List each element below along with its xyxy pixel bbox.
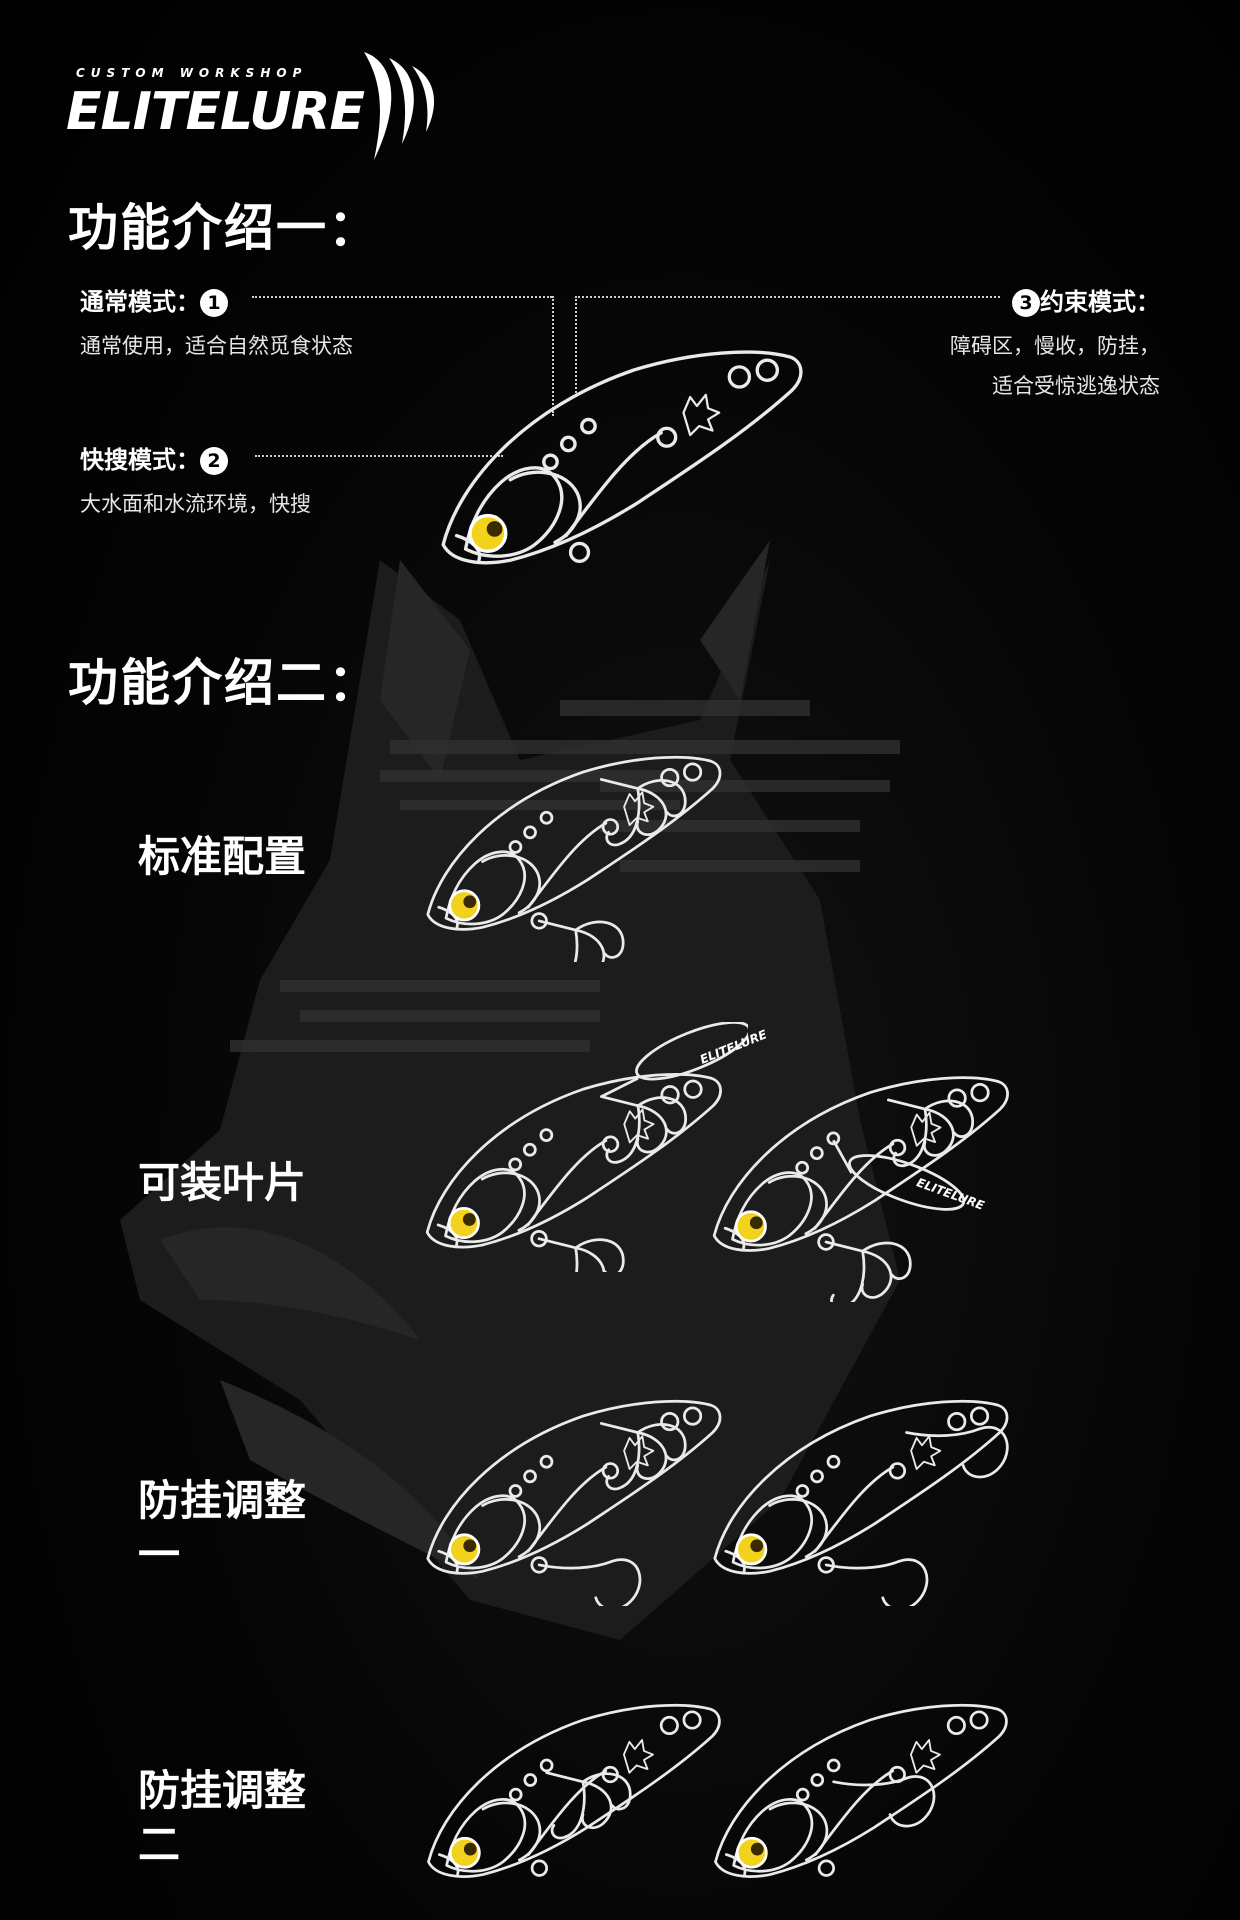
mode2-title-text: 快搜模式：: [80, 446, 200, 474]
config-weedless1-label: 防挂调整一: [138, 1476, 307, 1579]
mode2-title: 快搜模式：2: [80, 440, 228, 475]
mode1-leader-drop: [552, 296, 554, 416]
lure-weedless1-diagram-a: [426, 1399, 722, 1606]
mode3-number-badge: 3: [1012, 289, 1040, 317]
claw-mark-icon: [364, 52, 435, 160]
mode1-title: 通常模式：1: [80, 282, 228, 317]
lure-diagram-main: [441, 350, 803, 565]
lure-standard-diagram: [426, 755, 722, 962]
mode1-leader-line: [252, 296, 552, 298]
mode1-title-text: 通常模式：: [80, 288, 200, 316]
lure-blade-diagram-2: [712, 1076, 1009, 1302]
mode1-number-badge: 1: [200, 289, 228, 317]
lure-weedless2-diagram-b: [714, 1703, 1008, 1878]
config-weedless2-label: 防挂调整二: [138, 1766, 307, 1869]
mode3-leader-line: [575, 296, 1000, 298]
mode2-number-badge: 2: [200, 447, 228, 475]
section2-title: 功能介绍二：: [68, 654, 380, 712]
mode3-description-line1: 障碍区，慢收，防挂，: [950, 334, 1160, 358]
config-blade-label: 可装叶片: [138, 1158, 307, 1207]
mode3-description-line2: 适合受惊逃逸状态: [992, 374, 1160, 398]
lure-blade-diagram-1: [425, 1022, 748, 1272]
mode3-leader-drop: [575, 296, 577, 396]
brand-logo: CUSTOM WORKSHOP ELITELURE: [62, 52, 462, 167]
section1-title: 功能介绍一：: [68, 199, 380, 257]
mode1-description: 通常使用，适合自然觅食状态: [80, 334, 353, 358]
config-standard-label: 标准配置: [138, 832, 307, 881]
brand-tagline: CUSTOM WORKSHOP: [76, 66, 308, 80]
mode2-leader-line: [255, 455, 503, 457]
brand-name: ELITELURE: [66, 82, 365, 142]
mode3-title-text: 约束模式：: [1040, 288, 1160, 316]
mode2-description: 大水面和水流环境，快搜: [80, 492, 311, 516]
lure-weedless2-diagram-a: [427, 1703, 721, 1878]
lure-weedless1-diagram-b: [713, 1399, 1009, 1606]
